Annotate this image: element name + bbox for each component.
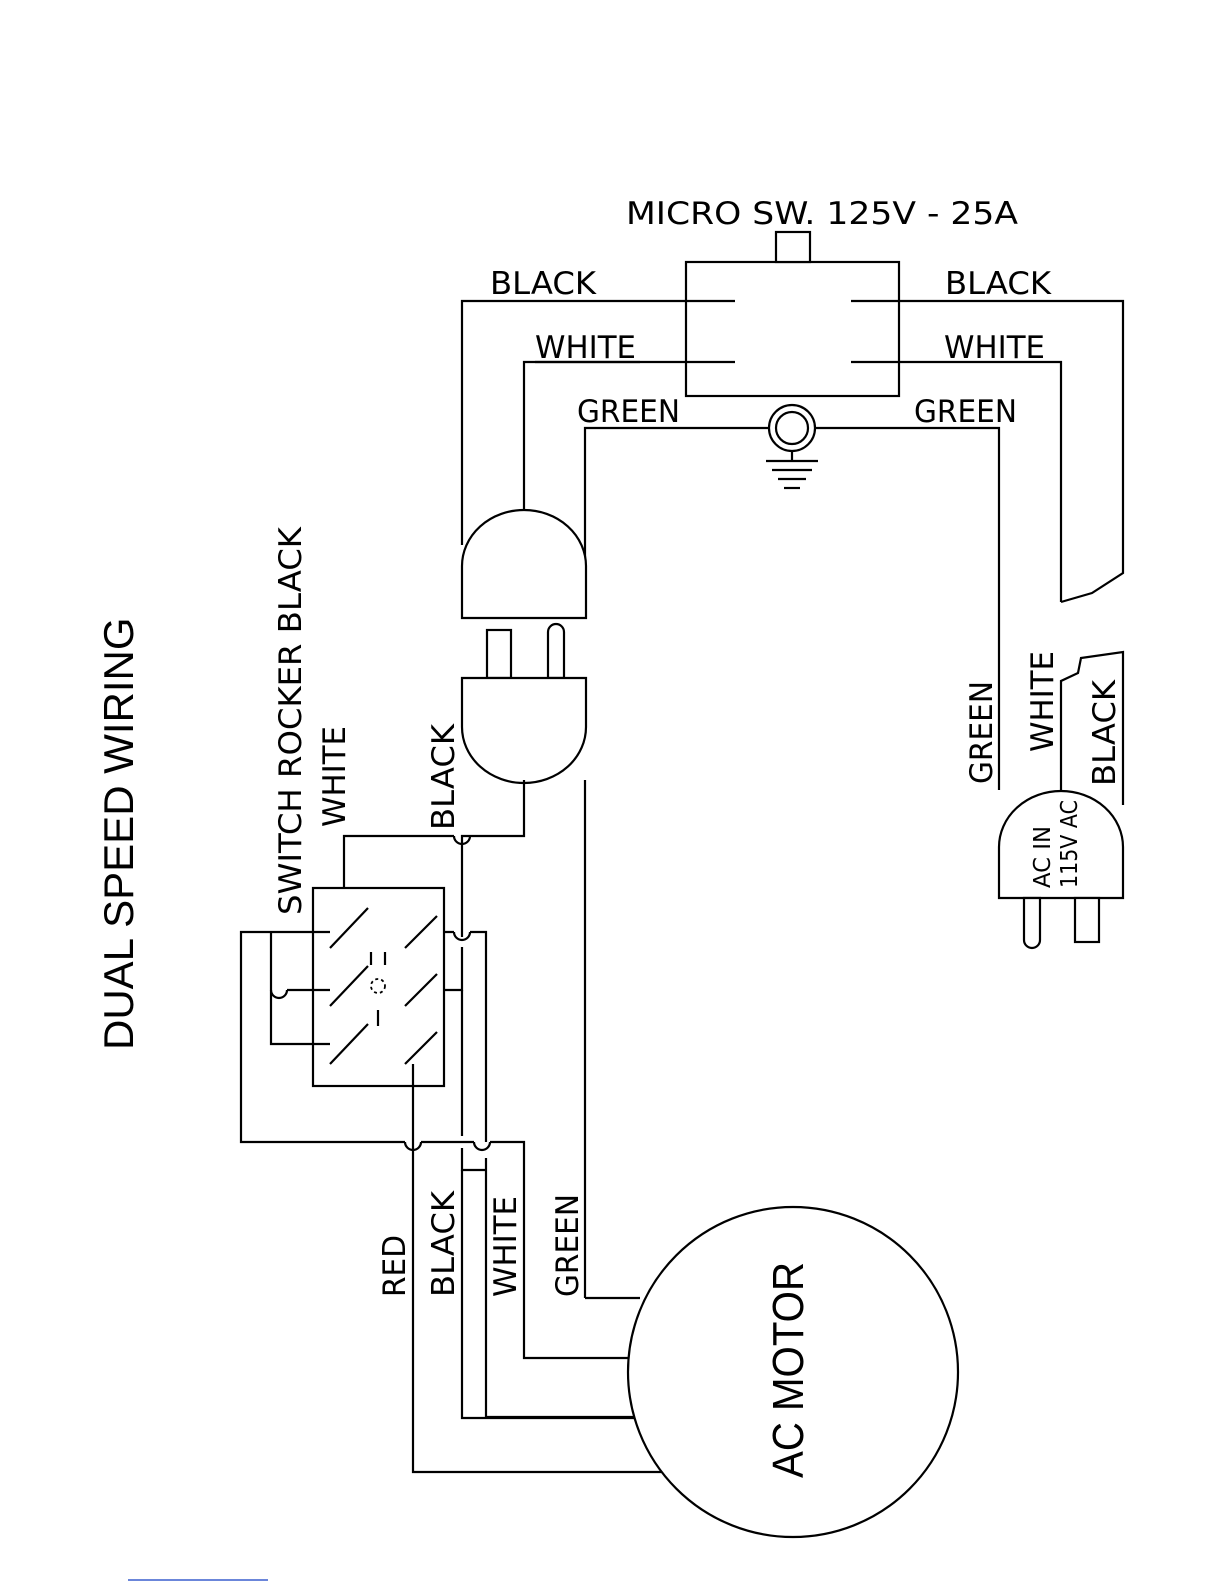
rocker-switch xyxy=(313,888,444,1086)
label-ac-in: AC IN xyxy=(1030,826,1056,888)
label-inlet-black: BLACK xyxy=(1087,679,1123,786)
wire-rocker-white xyxy=(344,836,454,888)
wire-white-left xyxy=(524,362,686,511)
label-motor-white: WHITE xyxy=(488,1196,524,1297)
label-black-right: BLACK xyxy=(945,266,1052,302)
label-plug-black: BLACK xyxy=(426,723,462,830)
label-green-left: GREEN xyxy=(577,394,680,430)
label-motor-black: BLACK xyxy=(426,1190,462,1297)
label-switch-white: WHITE xyxy=(317,726,353,827)
male-plug xyxy=(462,624,586,783)
ground-screw-icon xyxy=(766,405,818,488)
label-115v: 115V AC xyxy=(1057,800,1083,888)
label-switch-rocker: SWITCH ROCKER BLACK xyxy=(273,526,309,915)
label-motor-red: RED xyxy=(377,1235,413,1297)
label-inlet-white: WHITE xyxy=(1025,651,1061,752)
diagram-title: DUAL SPEED WIRING xyxy=(95,617,142,1050)
label-white-right: WHITE xyxy=(944,330,1045,366)
wire-green-left xyxy=(585,428,769,618)
label-inlet-green: GREEN xyxy=(964,681,1000,784)
micro-switch xyxy=(686,232,899,396)
female-connector xyxy=(462,510,586,618)
motor-label: AC MOTOR xyxy=(764,1262,813,1478)
label-black-left: BLACK xyxy=(490,266,597,302)
label-green-right: GREEN xyxy=(914,394,1017,430)
label-white-left: WHITE xyxy=(535,330,636,366)
micro-switch-label: MICRO SW. 125V - 25A xyxy=(626,196,1018,232)
label-motor-green: GREEN xyxy=(550,1194,586,1297)
wire-rocker-right xyxy=(444,932,486,1142)
